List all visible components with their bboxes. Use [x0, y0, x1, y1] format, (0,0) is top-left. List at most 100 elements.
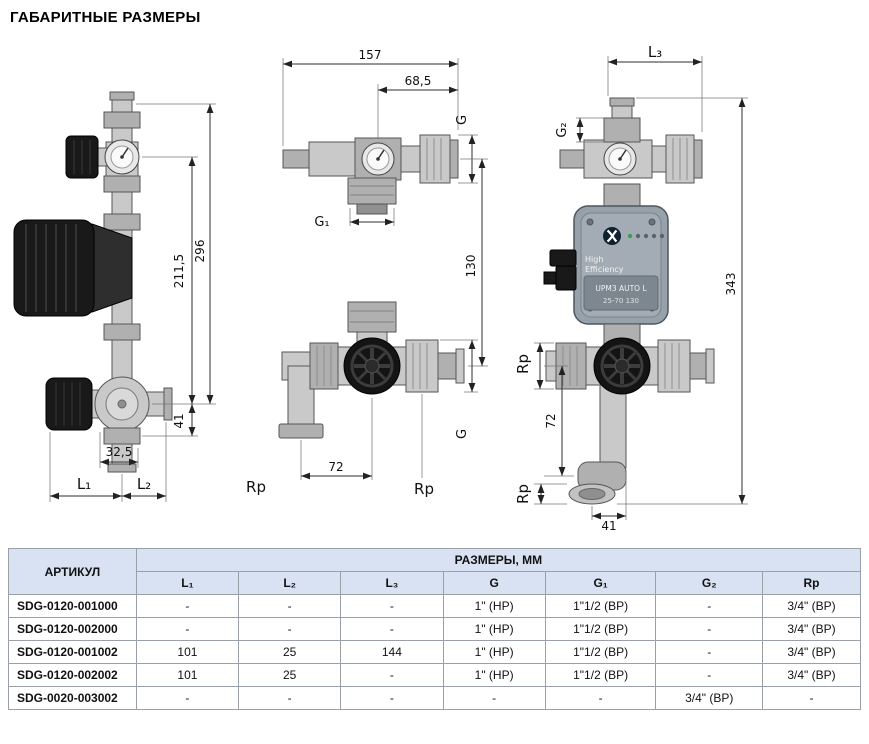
cell-l1: - [135, 594, 240, 618]
cell-l2: - [238, 617, 342, 641]
dim-label-g1: G₁ [314, 215, 329, 230]
dim-label-l3: L₃ [648, 43, 662, 61]
cell-g2: - [655, 663, 763, 687]
cell-l2: 25 [238, 640, 342, 664]
pump-label-line1: High [585, 255, 603, 264]
pump-label-line2: Efficiency [585, 265, 624, 274]
cell-rp: 3/4" (ВР) [761, 594, 862, 618]
pump-model-label: UPM3 AUTO L [595, 284, 647, 293]
cell-l1: 101 [135, 663, 240, 687]
dim-label-41-bottom: 41 [601, 519, 616, 533]
cell-rp: 3/4" (ВР) [761, 617, 862, 641]
dim-label-41-side: 41 [172, 413, 186, 428]
dimensions-table: АРТИКУЛ РАЗМЕРЫ, ММ L₁ L₂ L₃ G G₁ G₂ Rp … [8, 548, 862, 710]
dim-label-68-5: 68,5 [405, 74, 432, 88]
dim-label-72: 72 [328, 460, 343, 474]
cell-g: 1" (НР) [442, 663, 546, 687]
col-header-g2: G₂ [655, 571, 763, 595]
table-row: SDG-0020-003002 - - - - - 3/4" (ВР) - [8, 686, 862, 710]
cell-g2: - [655, 594, 763, 618]
cell-rp: 3/4" (ВР) [761, 640, 862, 664]
table-row: SDG-0120-001002 101 25 144 1" (НР) 1"1/2… [8, 640, 862, 664]
cell-g1: 1"1/2 (ВР) [544, 640, 657, 664]
article-cell: SDG-0120-001000 [8, 594, 137, 618]
cell-g1: 1"1/2 (ВР) [544, 617, 657, 641]
cell-g2: - [655, 640, 763, 664]
article-cell: SDG-0020-003002 [8, 686, 137, 710]
cell-rp: 3/4" (ВР) [761, 663, 862, 687]
dim-label-211-5: 211,5 [172, 254, 186, 288]
cell-l3: - [340, 617, 444, 641]
cell-g: 1" (НР) [442, 594, 546, 618]
cell-g1: 1"1/2 (ВР) [544, 663, 657, 687]
dim-label-rp-top: Rp [514, 354, 532, 374]
cell-l1: - [135, 617, 240, 641]
cell-g: - [442, 686, 546, 710]
dim-label-rp-bottom: Rp [514, 484, 532, 504]
cell-g: 1" (НР) [442, 640, 546, 664]
dim-label-rp-right: Rp [414, 480, 434, 498]
cell-g1: - [544, 686, 657, 710]
article-cell: SDG-0120-001002 [8, 640, 137, 664]
cell-l2: - [238, 686, 342, 710]
technical-drawing: 211,5 296 41 32,5 L₁ L₂ [13, 43, 748, 533]
cell-g2: - [655, 617, 763, 641]
cell-g: 1" (НР) [442, 617, 546, 641]
col-header-article: АРТИКУЛ [8, 548, 137, 595]
dim-label-l1: L₁ [77, 475, 91, 493]
dim-label-32-5: 32,5 [106, 445, 133, 459]
dim-label-rp-left: Rp [246, 478, 266, 496]
cell-l3: - [340, 686, 444, 710]
cell-l2: - [238, 594, 342, 618]
dim-label-72-vertical: 72 [544, 413, 558, 428]
pump-cable-clip [549, 249, 577, 267]
dim-label-157: 157 [359, 48, 382, 62]
front-view-drawing: 157 68,5 G G₁ 130 72 Rp Rp G [246, 48, 488, 498]
col-header-rp: Rp [761, 571, 862, 595]
pump-motor-side [13, 219, 95, 317]
pump-adapter [91, 223, 133, 313]
dim-label-g-bottom: G [455, 429, 470, 439]
elbow-flange [278, 423, 324, 439]
dim-label-l2: L₂ [137, 475, 151, 493]
cell-l3: - [340, 594, 444, 618]
pump-spec-label: 25-70 130 [603, 297, 639, 305]
col-header-sizes: РАЗМЕРЫ, ММ [135, 548, 862, 572]
cell-l2: 25 [238, 663, 342, 687]
dim-label-g2: G₂ [555, 122, 570, 137]
cell-l1: 101 [135, 640, 240, 664]
mixing-valve-knob [45, 377, 93, 431]
dim-label-296: 296 [193, 240, 207, 263]
col-header-g: G [442, 571, 546, 595]
thermometer-gauge-icon [361, 142, 395, 176]
cell-l1: - [135, 686, 240, 710]
cell-rp: - [761, 686, 862, 710]
article-cell: SDG-0120-002002 [8, 663, 137, 687]
col-header-g1: G₁ [544, 571, 657, 595]
cell-l3: 144 [340, 640, 444, 664]
dim-label-130: 130 [464, 255, 478, 278]
col-header-l3: L₃ [340, 571, 444, 595]
cell-l3: - [340, 663, 444, 687]
dim-label-g-top: G [455, 115, 470, 125]
table-row: SDG-0120-001000 - - - 1" (НР) 1"1/2 (ВР)… [8, 594, 862, 618]
valve-handwheel-icon [343, 337, 401, 395]
cell-g2: 3/4" (ВР) [655, 686, 763, 710]
pump-led-indicators-icon [627, 233, 665, 239]
cell-g1: 1"1/2 (ВР) [544, 594, 657, 618]
circulation-pump: High Efficiency UPM3 AUTO L 25-70 130 [543, 205, 669, 325]
side-view-drawing: 211,5 296 41 32,5 L₁ L₂ [13, 91, 216, 502]
col-header-l2: L₂ [238, 571, 342, 595]
table-row: SDG-0120-002002 101 25 - 1" (НР) 1"1/2 (… [8, 663, 862, 687]
technical-drawing-area: 211,5 296 41 32,5 L₁ L₂ [0, 26, 869, 546]
page-title: ГАБАРИТНЫЕ РАЗМЕРЫ [10, 9, 201, 26]
front-view-pump-drawing: High Efficiency UPM3 AUTO L 25-70 130 [514, 43, 748, 533]
dim-label-343: 343 [724, 273, 738, 296]
thermometer-gauge-icon [603, 142, 637, 176]
table-row: SDG-0120-002000 - - - 1" (НР) 1"1/2 (ВР)… [8, 617, 862, 641]
thermometer-gauge-icon [104, 139, 140, 175]
article-cell: SDG-0120-002000 [8, 617, 137, 641]
grundfos-logo-icon [603, 227, 621, 245]
valve-handwheel-icon [593, 337, 651, 395]
col-header-l1: L₁ [135, 571, 240, 595]
